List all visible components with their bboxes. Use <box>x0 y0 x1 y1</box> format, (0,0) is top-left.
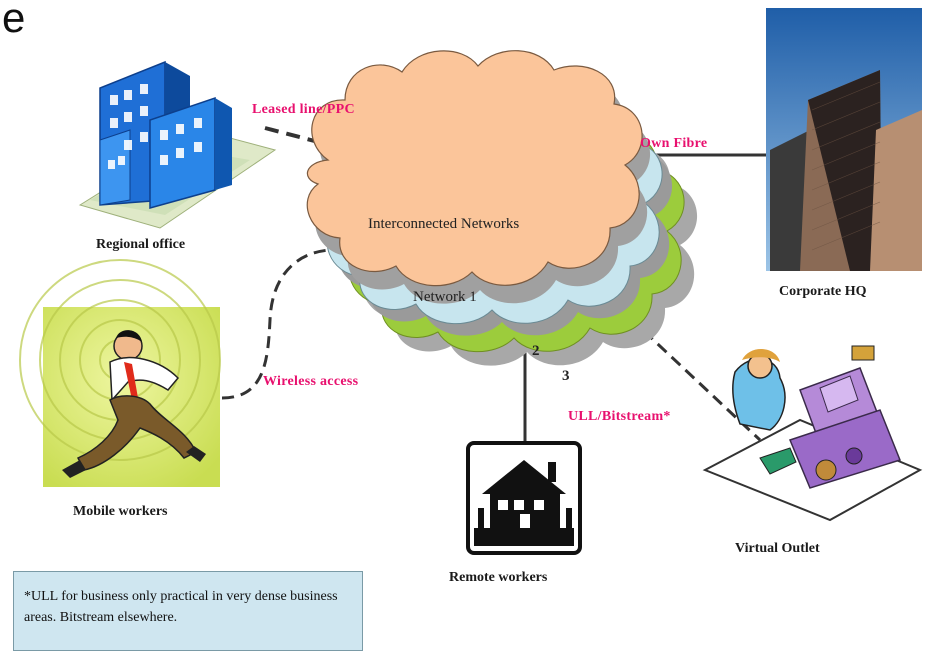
caption-corporate-hq: Corporate HQ <box>779 284 867 299</box>
cloud-layer-3-label: 3 <box>562 368 570 384</box>
cloud-network-1 <box>306 50 643 287</box>
footnote-box: *ULL for business only practical in very… <box>13 571 363 651</box>
mobile-worker-running-icon <box>19 259 221 487</box>
link-label-leased-line: Leased line/PPC <box>252 102 355 117</box>
virtual-outlet-cashier-icon <box>702 345 923 522</box>
caption-mobile-workers: Mobile workers <box>73 504 168 519</box>
link-label-wireless: Wireless access <box>263 374 359 389</box>
remote-worker-house-icon <box>466 441 582 555</box>
cloud-layer-2-label: 2 <box>532 343 540 359</box>
connection-wireless <box>221 248 331 400</box>
cloud-network-label: Network 1 <box>413 289 477 305</box>
cloud-title: Interconnected Networks <box>368 216 520 232</box>
caption-remote-workers: Remote workers <box>449 570 548 585</box>
corporate-hq-skyscrapers-icon <box>766 8 922 271</box>
caption-regional-office: Regional office <box>96 237 186 252</box>
caption-virtual-outlet: Virtual Outlet <box>735 541 820 556</box>
link-label-ull: ULL/Bitstream* <box>568 409 671 424</box>
regional-office-building-icon <box>78 60 277 229</box>
slide-corner-letter: e <box>2 0 26 41</box>
link-label-own-fibre: Own Fibre <box>640 136 708 151</box>
